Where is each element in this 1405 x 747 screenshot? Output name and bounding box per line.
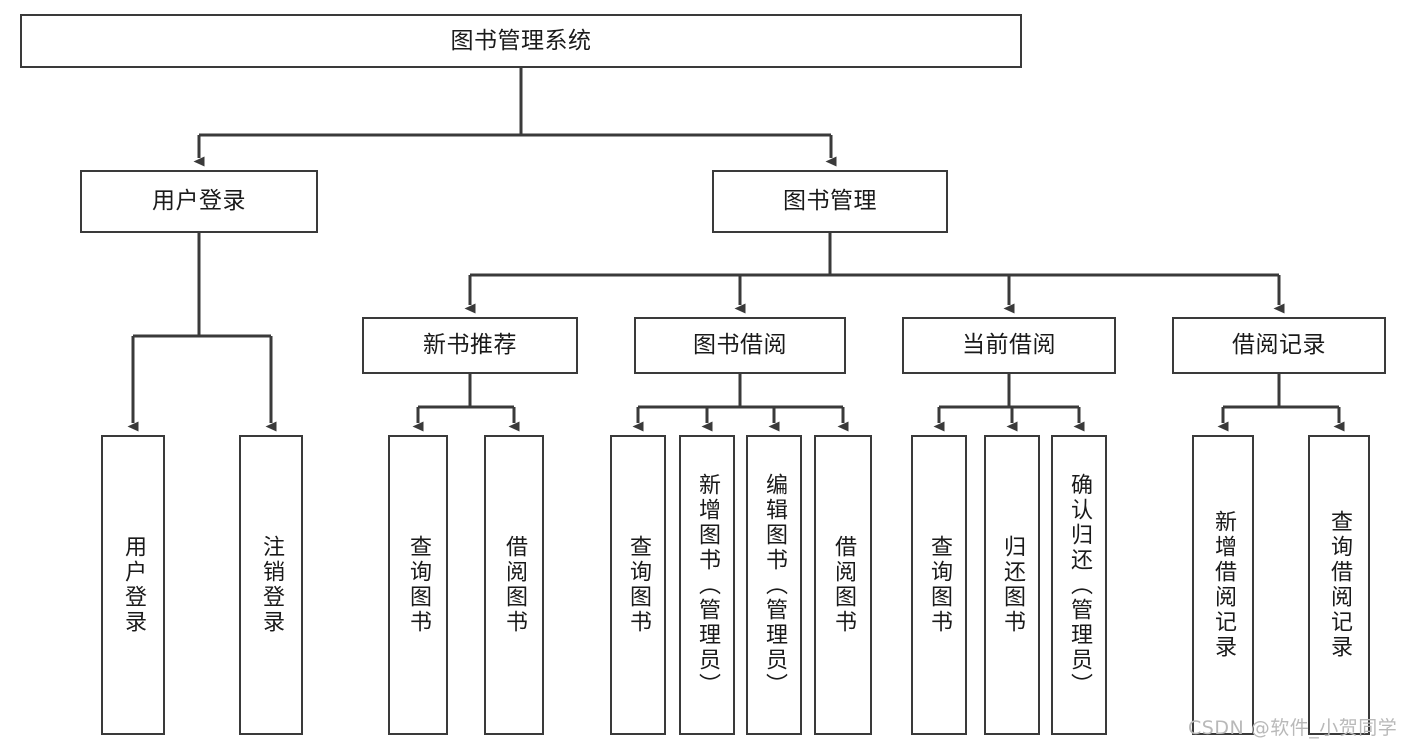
node-leaf-add-record-label: 新增借阅记录 — [1210, 510, 1236, 660]
node-leaf-add-book[interactable]: 新增图书（管理员） — [679, 435, 735, 735]
node-leaf-borrow-book-2-label: 借阅图书 — [830, 535, 856, 635]
node-leaf-add-book-label: 新增图书（管理员） — [694, 472, 720, 698]
node-borrow-record-label: 借阅记录 — [1232, 332, 1326, 359]
node-book-borrow[interactable]: 图书借阅 — [634, 317, 846, 374]
node-leaf-borrow-book-1-label: 借阅图书 — [501, 535, 527, 635]
node-leaf-user-login[interactable]: 用户登录 — [101, 435, 165, 735]
node-leaf-query-record[interactable]: 查询借阅记录 — [1308, 435, 1370, 735]
node-current-borrow[interactable]: 当前借阅 — [902, 317, 1116, 374]
node-leaf-query-book-3-label: 查询图书 — [926, 535, 952, 635]
node-leaf-query-book-3[interactable]: 查询图书 — [911, 435, 967, 735]
node-leaf-edit-book-label: 编辑图书（管理员） — [761, 472, 787, 698]
node-leaf-add-record[interactable]: 新增借阅记录 — [1192, 435, 1254, 735]
csdn-watermark: CSDN @软件_小贺同学 — [1188, 717, 1398, 739]
node-leaf-return-book-label: 归还图书 — [999, 535, 1025, 635]
node-book-manage-label: 图书管理 — [783, 188, 877, 215]
node-leaf-return-book[interactable]: 归还图书 — [984, 435, 1040, 735]
node-current-borrow-label: 当前借阅 — [962, 332, 1056, 359]
node-leaf-borrow-book-2[interactable]: 借阅图书 — [814, 435, 872, 735]
node-leaf-query-record-label: 查询借阅记录 — [1326, 510, 1352, 660]
node-leaf-logout-label: 注销登录 — [258, 535, 284, 635]
node-root-label: 图书管理系统 — [450, 27, 592, 54]
node-user-login-label: 用户登录 — [152, 188, 246, 215]
node-new-book-rec[interactable]: 新书推荐 — [362, 317, 578, 374]
node-user-login[interactable]: 用户登录 — [80, 170, 318, 233]
node-leaf-edit-book[interactable]: 编辑图书（管理员） — [746, 435, 802, 735]
node-root[interactable]: 图书管理系统 — [20, 14, 1022, 68]
node-leaf-query-book-1[interactable]: 查询图书 — [388, 435, 448, 735]
node-book-manage[interactable]: 图书管理 — [712, 170, 948, 233]
node-book-borrow-label: 图书借阅 — [693, 332, 787, 359]
node-leaf-query-book-2-label: 查询图书 — [625, 535, 651, 635]
node-borrow-record[interactable]: 借阅记录 — [1172, 317, 1386, 374]
node-leaf-confirm-return-label: 确认归还（管理员） — [1066, 472, 1092, 698]
node-leaf-confirm-return[interactable]: 确认归还（管理员） — [1051, 435, 1107, 735]
node-leaf-query-book-1-label: 查询图书 — [405, 535, 431, 635]
node-new-book-rec-label: 新书推荐 — [423, 332, 517, 359]
node-leaf-query-book-2[interactable]: 查询图书 — [610, 435, 666, 735]
node-leaf-logout[interactable]: 注销登录 — [239, 435, 303, 735]
node-leaf-user-login-label: 用户登录 — [120, 535, 146, 635]
node-leaf-borrow-book-1[interactable]: 借阅图书 — [484, 435, 544, 735]
